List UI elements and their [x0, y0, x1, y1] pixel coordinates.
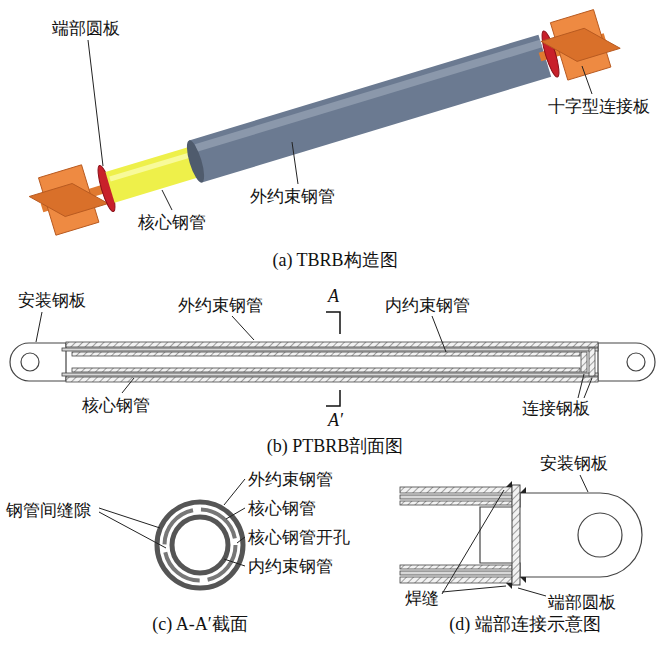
end-connection [400, 475, 642, 596]
connect-plate [581, 352, 587, 372]
part-label: 安装钢板 [540, 453, 608, 473]
weld [506, 481, 512, 487]
leader-line [237, 537, 245, 543]
section-mark [326, 390, 340, 406]
part-label: 核心钢管 [248, 498, 316, 518]
part-label: 外约束钢管 [178, 295, 263, 315]
inner-tube-wall [400, 565, 512, 569]
inner-tube-wall [72, 352, 580, 356]
core-tube-wall [62, 348, 598, 351]
leader-line [582, 66, 592, 94]
part-label: 核心钢管 [138, 212, 206, 232]
leader-line [99, 508, 160, 528]
part-label: 外约束钢管 [250, 186, 335, 206]
cruciform-plate [541, 28, 620, 61]
part-label: 内约束钢管 [385, 295, 470, 315]
leader-line [584, 378, 592, 398]
weld [520, 577, 526, 583]
leader-line [224, 559, 245, 566]
leader-line [442, 586, 506, 592]
leader-line [442, 490, 504, 594]
core-tube-wall [400, 495, 512, 499]
part-label: 端部圆板 [52, 18, 120, 38]
inner-tube-wall [72, 368, 580, 372]
tbrb-figure [29, 10, 620, 236]
section-mark [326, 312, 340, 334]
install-plate [10, 343, 66, 381]
part-label: 焊缝 [405, 588, 439, 608]
leader-line [224, 479, 245, 505]
part-label: 安装钢板 [18, 290, 86, 310]
bolt-hole [627, 353, 645, 371]
leader-lines [99, 479, 245, 566]
leader-line [88, 40, 103, 166]
part-label: 内约束钢管 [248, 556, 333, 576]
part-label: 核心钢管 [82, 395, 150, 415]
leader-lines [442, 475, 588, 596]
outer-tube-wall [400, 577, 512, 583]
part-label: 外约束钢管 [248, 469, 333, 489]
leader-line [580, 475, 588, 492]
core-tube-wall [62, 373, 598, 376]
panel-caption: (d) 端部连接示意图 [449, 614, 601, 634]
part-label: 端部圆板 [548, 592, 616, 612]
tube-end [183, 139, 207, 185]
core-tube-highlight [110, 152, 200, 179]
leader-lines [36, 312, 592, 398]
panel-caption: (a) TBRB构造图 [272, 250, 397, 270]
leader-line [122, 378, 134, 393]
cruciform-plate [29, 184, 108, 217]
core-tube-wall [400, 571, 512, 575]
panel-caption: (c) A-A′截面 [152, 614, 247, 634]
outer-tube-highlight [196, 44, 541, 149]
section-mark-label: A [328, 286, 339, 306]
connect-plate [589, 348, 595, 376]
part-label: 连接钢板 [522, 398, 590, 418]
install-plate [598, 343, 655, 381]
weld [520, 487, 526, 493]
install-plate [480, 493, 642, 577]
part-label: 钢管间缝隙 [6, 500, 91, 520]
part-label: 十字型连接板 [548, 96, 650, 116]
leader-line [232, 316, 254, 340]
leader-line [432, 316, 446, 352]
leader-lines [88, 40, 592, 210]
part-label: 核心钢管开孔 [248, 527, 350, 547]
ptbrb-section [10, 312, 655, 406]
section-mark-label: A′ [328, 410, 343, 430]
cross-section [99, 479, 245, 588]
weld [506, 583, 512, 589]
outer-ring [157, 502, 243, 588]
panel-caption: (b) PTBRB剖面图 [267, 436, 404, 456]
leader-line [518, 588, 546, 596]
outer-tube-wall [66, 377, 598, 382]
bolt-hole [21, 353, 39, 371]
inner-ring [172, 517, 228, 573]
outer-tube-wall [400, 487, 512, 493]
outer-tube [196, 56, 545, 162]
leader-line [226, 508, 245, 519]
end-round-plate [512, 485, 520, 585]
leader-line [162, 190, 172, 210]
core-ring [165, 510, 236, 581]
leader-line [292, 142, 298, 184]
outer-tube-wall [66, 342, 598, 347]
leader-line [578, 374, 584, 398]
leader-line [36, 312, 42, 342]
bolt-hole [578, 513, 622, 557]
leader-line [99, 512, 166, 548]
